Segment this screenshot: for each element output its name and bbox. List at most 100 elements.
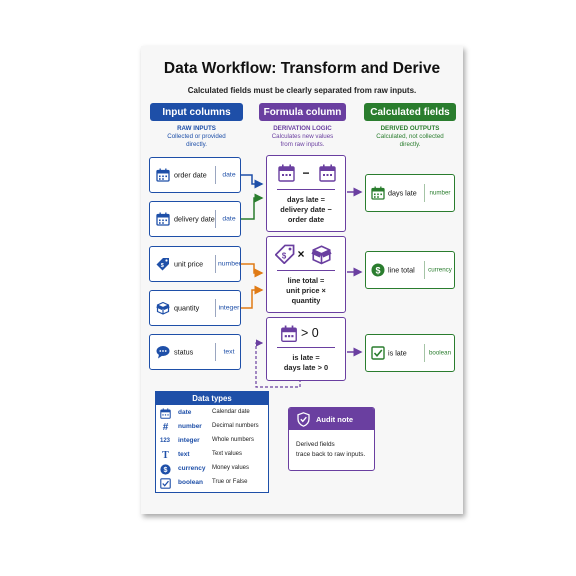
divider <box>215 343 216 361</box>
legend-desc: True or False <box>212 479 248 485</box>
price-tag-icon: $ <box>275 244 295 264</box>
svg-text:$: $ <box>161 263 164 269</box>
legend-row-integer: 123 integer Whole numbers <box>156 435 268 448</box>
legend-row-number: # number Decimal numbers <box>156 421 268 434</box>
input-status: status text <box>149 334 241 370</box>
input-name: order date <box>174 170 207 180</box>
calendar-icon <box>156 168 170 182</box>
formula-column-header: Formula column <box>259 103 346 121</box>
divider <box>215 166 216 184</box>
dashed-feedback-arrow <box>255 339 301 388</box>
legend-row-currency: $ currency Money values <box>156 463 268 476</box>
page-subtitle: Calculated fields must be clearly separa… <box>187 86 417 95</box>
legend-key: date <box>178 409 192 416</box>
shield-check-icon <box>297 412 310 427</box>
divider <box>424 344 425 362</box>
input-name: status <box>174 347 194 357</box>
input-type: date <box>222 171 236 179</box>
text-icon: T <box>162 450 169 461</box>
divider <box>424 261 425 279</box>
formula-operator: − <box>302 166 310 180</box>
calendar-icon <box>371 186 385 200</box>
output-name: days late <box>388 188 417 198</box>
output-type: boolean <box>428 349 452 357</box>
page-title: Data Workflow: Transform and Derive <box>163 60 441 77</box>
output-name: is late <box>388 348 407 358</box>
input-type: integer <box>218 304 240 312</box>
output-name: line total <box>388 265 415 275</box>
input-name: delivery date <box>174 214 215 224</box>
formula-expression: line total =unit price ×quantity <box>286 276 326 305</box>
formula-divider <box>277 347 335 348</box>
formula-expression: days late =delivery date −order date <box>280 195 332 224</box>
formula-days-late: − days late =delivery date −order date <box>266 155 346 232</box>
price-tag-icon: $ <box>156 258 169 271</box>
input-name: unit price <box>174 259 204 269</box>
derivation-logic-label: DERIVATION LOGIC <box>273 125 332 132</box>
divider <box>424 184 425 202</box>
legend-desc: Whole numbers <box>212 437 255 443</box>
output-is-late: is late boolean <box>365 334 455 372</box>
legend-row-text: T text Text values <box>156 449 268 462</box>
input-type: date <box>222 215 236 223</box>
audit-note-header <box>289 408 374 430</box>
divider <box>215 255 216 273</box>
output-line-total: $ line total currency <box>365 251 455 289</box>
legend-desc: Text values <box>212 451 243 457</box>
speech-bubble-icon <box>156 346 170 359</box>
divider <box>215 210 216 228</box>
input-columns-header: Input columns <box>150 103 243 121</box>
input-unit-price: $ unit price number <box>149 246 241 282</box>
calendar-icon <box>156 212 170 226</box>
dollar-coin-icon: $ <box>160 464 171 475</box>
formula-operator: × <box>297 247 305 261</box>
raw-inputs-label: RAW INPUTS <box>177 125 216 132</box>
legend-row-date: date Calendar date <box>156 407 268 420</box>
quantity-arrow <box>241 285 264 309</box>
calendar-minus-calendar-icon <box>278 164 336 182</box>
unit-price-arrow <box>241 263 264 278</box>
formula-is-late: > 0 is late =days late > 0 <box>266 317 346 381</box>
box-icon <box>311 245 332 265</box>
legend-desc: Money values <box>212 465 250 471</box>
legend-desc: Decimal numbers <box>212 423 259 429</box>
legend-row-boolean: boolean True or False <box>156 477 268 490</box>
legend-key: text <box>178 451 190 458</box>
svg-text:$: $ <box>375 265 380 275</box>
formula-operator: > 0 <box>301 326 319 340</box>
output-type: currency <box>428 266 452 274</box>
checkbox-icon <box>160 478 171 489</box>
dollar-coin-icon: $ <box>371 263 385 277</box>
input-order-date: order date date <box>149 157 241 193</box>
calculated-fields-header: Calculated fields <box>364 103 456 121</box>
legend-desc: Calendar date <box>212 409 250 415</box>
input-quantity: quantity integer <box>149 290 241 326</box>
order-date-arrow <box>241 174 264 189</box>
calendar-icon <box>281 325 297 342</box>
output-days-late: days late number <box>365 174 455 212</box>
legend-title: Data types <box>156 392 268 405</box>
hash-icon: # <box>162 422 169 433</box>
derived-outputs-label: DERIVED OUTPUTS <box>380 125 440 132</box>
checkbox-icon <box>371 346 385 360</box>
formula-expression: is late =days late > 0 <box>283 353 329 372</box>
calendar-icon <box>160 408 171 419</box>
formula-divider <box>277 270 335 271</box>
legend-key: boolean <box>178 479 203 486</box>
output-type: number <box>429 189 451 197</box>
delivery-date-arrow <box>241 193 264 220</box>
legend-key: currency <box>178 465 206 472</box>
input-type: text <box>223 348 235 356</box>
svg-text:$: $ <box>282 251 287 260</box>
audit-note-title: Audit note <box>316 415 354 424</box>
input-type: number <box>218 260 242 268</box>
svg-text:$: $ <box>164 467 168 474</box>
input-name: quantity <box>174 303 200 313</box>
input-delivery-date: delivery date date <box>149 201 241 237</box>
legend-key: number <box>178 423 202 430</box>
